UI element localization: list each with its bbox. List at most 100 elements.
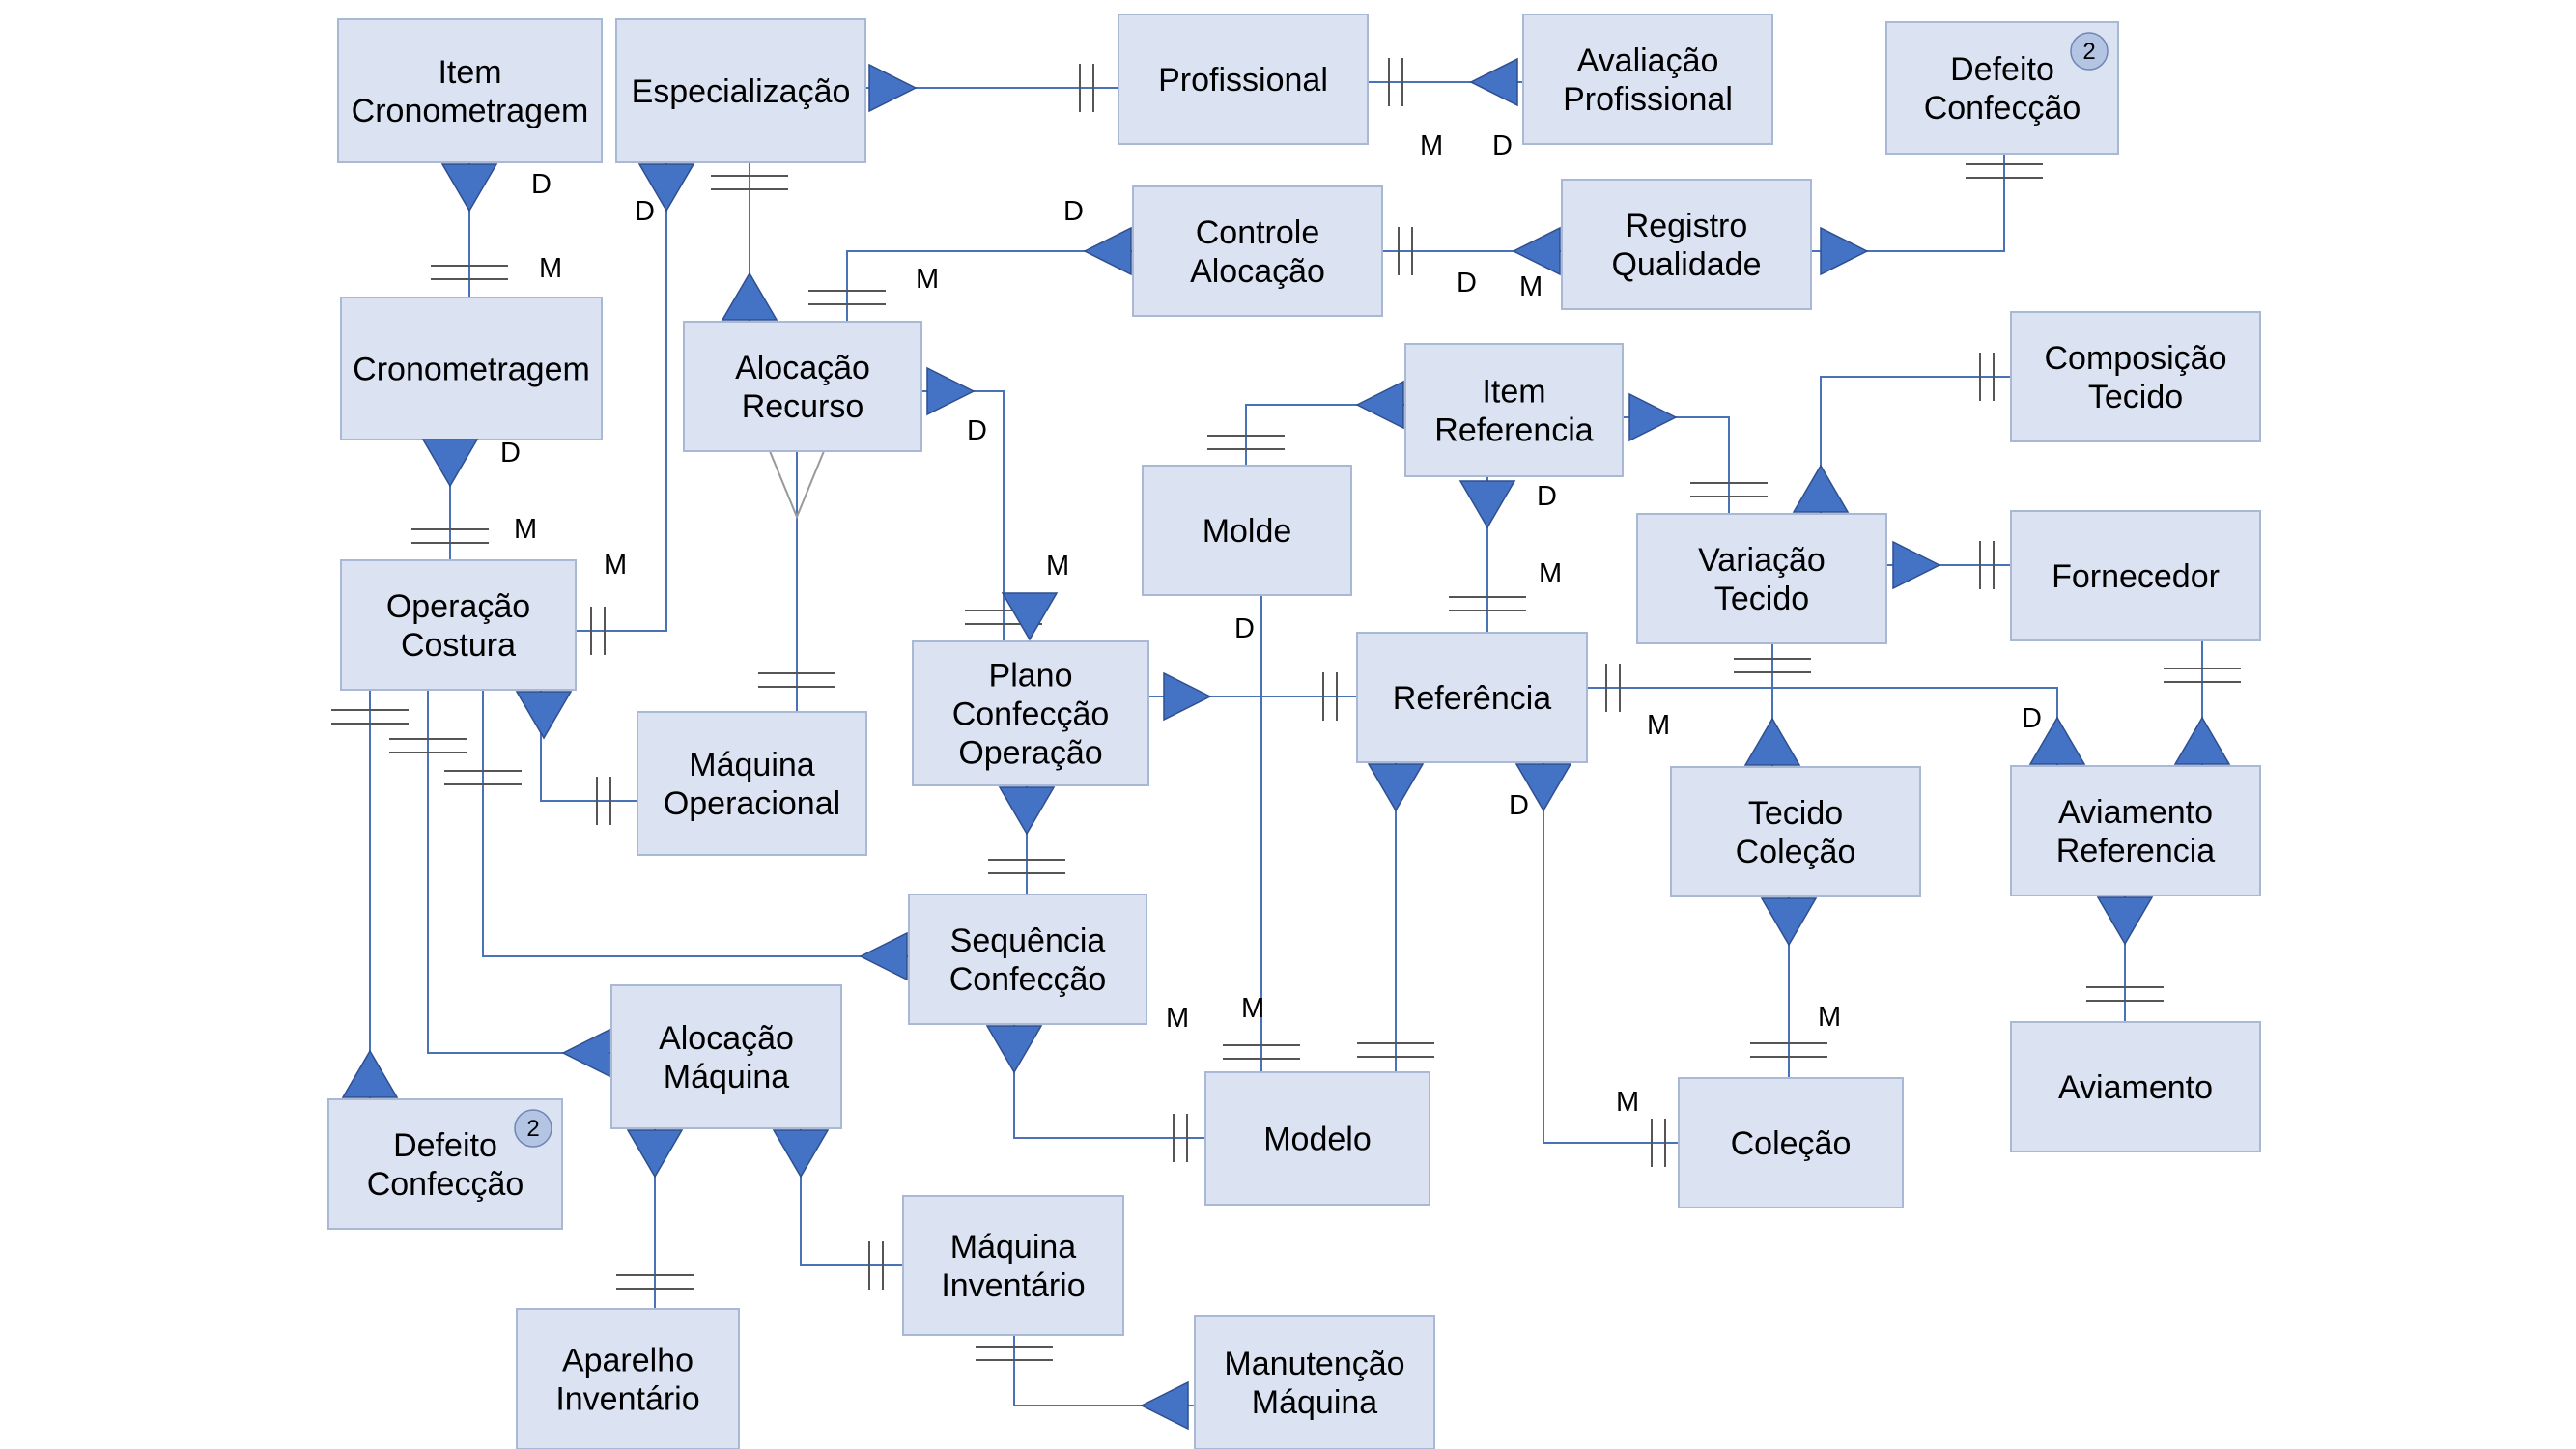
entity-label: Confecção <box>952 696 1110 733</box>
entity-profissional[interactable]: Profissional <box>1118 14 1369 145</box>
connector-line <box>1013 1024 1205 1139</box>
cardinality-ticks <box>331 58 2241 1361</box>
relationship-arrow <box>1355 380 1404 430</box>
entity-label: Defeito <box>393 1127 497 1164</box>
relationship-arrow <box>1512 226 1561 276</box>
entity-label: Inventário <box>941 1267 1085 1304</box>
connector-line <box>1811 154 2005 252</box>
cardinality-label-c23: M <box>1241 993 1264 1024</box>
entity-label: Manutenção <box>1224 1346 1404 1382</box>
cardinality-label-c19: D <box>1509 790 1529 821</box>
entity-label: Máquina <box>1252 1384 1378 1421</box>
entity-box <box>902 1195 1124 1336</box>
connector-line <box>1245 404 1405 466</box>
relationship-arrow <box>2173 716 2231 765</box>
entity-label: Inventário <box>555 1381 699 1418</box>
relationship-arrow <box>2028 716 2086 765</box>
entity-box <box>637 711 867 856</box>
relationship-arrow <box>985 1025 1043 1074</box>
relationship-arrow <box>1743 717 1801 766</box>
entity-modelo[interactable]: Modelo <box>1204 1071 1430 1206</box>
relationship-arrow <box>1892 540 1941 590</box>
relationship-arrow <box>1628 392 1678 442</box>
entity-box <box>908 894 1147 1025</box>
entity-molde[interactable]: Molde <box>1142 465 1352 596</box>
entity-colecao[interactable]: Coleção <box>1678 1077 1904 1208</box>
entity-label: Plano <box>989 658 1073 695</box>
count-badge-label: 2 <box>2082 39 2095 65</box>
entity-aviamento[interactable]: Aviamento <box>2010 1021 2261 1152</box>
relationship-arrow <box>1820 226 1869 276</box>
entity-box <box>2010 510 2261 641</box>
cardinality-label-c17: D <box>1234 613 1255 644</box>
relationship-arrow <box>1458 480 1516 529</box>
entity-box <box>1194 1315 1435 1449</box>
entity-box <box>1636 513 1887 644</box>
entity-box <box>912 640 1149 786</box>
relationship-arrow <box>421 439 479 488</box>
entity-label: Aviamento <box>2058 1069 2213 1106</box>
cardinality-label-c21: M <box>1166 1003 1189 1034</box>
entity-label: Alocação <box>1190 253 1325 290</box>
entity-box <box>1204 1071 1430 1206</box>
relationship-arrow <box>1367 763 1425 812</box>
cardinality-label-c6: D <box>1063 196 1084 227</box>
entity-especializacao[interactable]: Especialização <box>615 18 866 163</box>
entity-box <box>1561 179 1812 310</box>
entity-referencia[interactable]: Referência <box>1356 632 1588 763</box>
relationship-arrow <box>1163 671 1212 722</box>
entity-label: Operação <box>386 588 530 625</box>
entity-label: Tecido <box>1748 795 1843 832</box>
entity-box <box>615 18 866 163</box>
entity-box <box>2010 765 2261 896</box>
entity-label: Profissional <box>1563 81 1733 118</box>
cardinality-label-c7: M <box>916 264 939 295</box>
cardinality-label-c14: D <box>1537 481 1557 512</box>
entity-label: Coleção <box>1736 834 1856 870</box>
cardinality-label-c20: D <box>2022 703 2042 734</box>
entity-box <box>2010 311 2261 442</box>
entity-fornecedor[interactable]: Fornecedor <box>2010 510 2261 641</box>
entity-label: Operação <box>958 735 1102 772</box>
entity-label: Fornecedor <box>2052 558 2220 595</box>
relationship-arrow <box>515 691 573 740</box>
entity-box <box>340 559 577 691</box>
entity-box <box>610 984 842 1129</box>
relationship-arrow <box>998 786 1056 836</box>
entity-label: Costura <box>401 627 516 664</box>
cardinality-label-c10: M <box>604 550 627 581</box>
relationship-arrow <box>772 1129 830 1179</box>
entity-label: Referencia <box>1434 412 1594 449</box>
relationship-arrow <box>1083 226 1132 276</box>
entity-label: Cronometragem <box>352 93 589 129</box>
entity-label: Avaliação <box>1577 43 1719 79</box>
cardinality-label-c5: D <box>1492 130 1513 161</box>
entity-box <box>2010 1021 2261 1152</box>
crows-foot <box>769 450 825 520</box>
relationship-arrow <box>637 163 695 213</box>
entity-cronometragem[interactable]: Cronometragem <box>340 297 603 440</box>
entity-label: Alocação <box>659 1020 794 1057</box>
connector-line <box>921 390 1005 641</box>
